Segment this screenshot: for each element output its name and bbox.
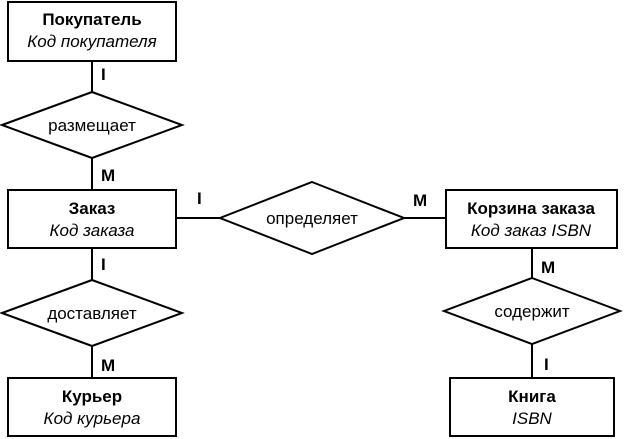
entity-customer-name: Покупатель bbox=[42, 10, 141, 29]
entity-customer: Покупатель Код покупателя bbox=[7, 1, 177, 62]
entity-order: Заказ Код заказа bbox=[7, 189, 177, 249]
entity-book-box bbox=[449, 377, 615, 437]
cardinality-customer-places: I bbox=[101, 65, 106, 84]
entity-cart-name: Корзина заказа bbox=[467, 199, 595, 218]
entity-cart: Корзина заказа Код заказ ISBN bbox=[445, 189, 618, 249]
relationship-places-diamond bbox=[0, 90, 185, 160]
relationship-places: размещает bbox=[0, 90, 185, 160]
entity-cart-box bbox=[445, 189, 618, 249]
cardinality-order-defines: I bbox=[197, 189, 202, 208]
relationship-contains-label: содержит bbox=[494, 302, 569, 321]
entity-courier-name: Курьер bbox=[62, 387, 122, 406]
cardinality-order-delivers: I bbox=[101, 255, 106, 274]
relationship-defines-diamond bbox=[217, 180, 407, 256]
entity-order-key: Код заказа bbox=[49, 221, 134, 240]
entity-order-box bbox=[7, 189, 177, 249]
cardinality-delivers-courier: M bbox=[101, 356, 115, 375]
entity-customer-box bbox=[7, 1, 177, 62]
entity-book-name: Книга bbox=[508, 387, 556, 406]
relationship-places-label: размещает bbox=[48, 116, 136, 135]
entity-courier-key: Код курьера bbox=[44, 409, 141, 428]
cardinality-cart-contains: M bbox=[541, 258, 555, 277]
cardinality-contains-book: I bbox=[544, 355, 549, 374]
cardinality-places-order: M bbox=[101, 166, 115, 185]
relationship-defines: определяет bbox=[217, 180, 407, 256]
entity-courier-box bbox=[7, 377, 177, 437]
entity-book: Книга ISBN bbox=[449, 377, 615, 437]
relationship-contains-diamond bbox=[441, 276, 623, 346]
entity-book-key: ISBN bbox=[512, 409, 552, 428]
relationship-delivers-diamond bbox=[0, 278, 185, 348]
entity-cart-key: Код заказ ISBN bbox=[471, 221, 592, 240]
entity-courier: Курьер Код курьера bbox=[7, 377, 177, 437]
entity-order-name: Заказ bbox=[69, 199, 116, 218]
relationship-contains: содержит bbox=[441, 276, 623, 346]
cardinality-defines-cart: M bbox=[413, 191, 427, 210]
entity-customer-key: Код покупателя bbox=[27, 32, 156, 51]
relationship-defines-label: определяет bbox=[266, 209, 358, 228]
relationship-delivers: доставляет bbox=[0, 278, 185, 348]
relationship-delivers-label: доставляет bbox=[47, 304, 137, 323]
